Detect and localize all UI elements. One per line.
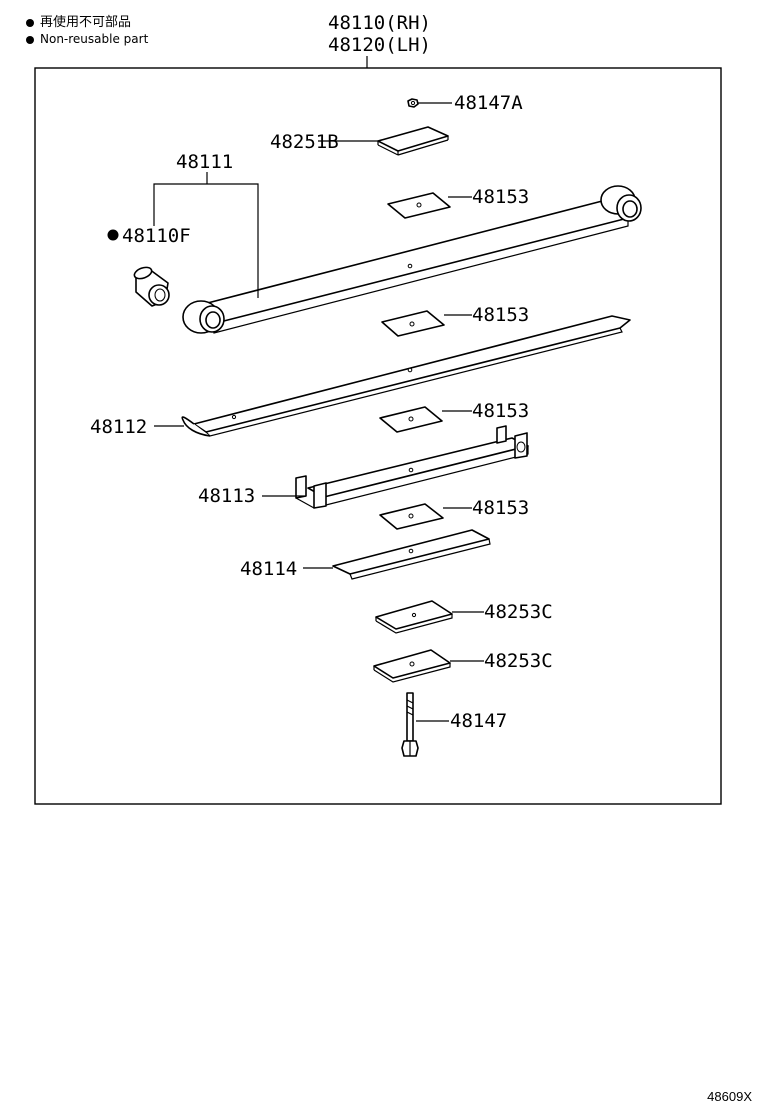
part-48253C-plate-1: 48253C [375,600,553,634]
label-48111: 48111 [176,151,233,173]
part-48147A-nut: 48147A [407,92,523,114]
part-48153-pad-3: 48153 [379,400,529,433]
part-48113-third-leaf: 48113 [198,425,529,509]
assembly-frame [34,67,722,805]
label-48110-rh: 48110(RH) [328,12,431,34]
label-48251B: 48251B [270,131,339,153]
legend-jp-text: 再使用不可部品 [40,15,132,30]
label-48253C-1: 48253C [484,601,553,623]
part-48153-pad-1: 48153 [387,186,529,219]
label-48114: 48114 [240,558,297,580]
non-reusable-dot-icon [107,229,119,241]
non-reusable-dot-icon [26,35,34,44]
legend-row-en: Non-reusable part [26,31,148,48]
legend: 再使用不可部品 Non-reusable part [26,14,148,48]
label-48153-1: 48153 [472,186,529,208]
label-48120-lh: 48120(LH) [328,34,431,56]
label-48110F: 48110F [122,225,191,247]
diagram-reference-code: 48609X [707,1089,752,1104]
label-48113: 48113 [198,485,255,507]
part-48251B-plate: 48251B [270,126,449,156]
part-48110F-bushing: 48110F [107,225,191,307]
part-48112-second-leaf: 48112 [90,315,631,438]
part-48253C-plate-2: 48253C [373,649,553,683]
non-reusable-dot-icon [26,18,34,27]
label-48112: 48112 [90,416,147,438]
label-48147: 48147 [450,710,507,732]
part-48153-pad-2: 48153 [381,304,529,337]
label-48153-3: 48153 [472,400,529,422]
part-48114-fourth-leaf: 48114 [240,529,491,580]
label-48147A: 48147A [454,92,523,114]
label-48153-4: 48153 [472,497,529,519]
part-48147-center-bolt: 48147 [401,692,507,757]
legend-en-text: Non-reusable part [40,32,149,46]
part-48111-main-leaf: 48111 [153,151,642,334]
label-48153-2: 48153 [472,304,529,326]
label-48253C-2: 48253C [484,650,553,672]
part-48153-pad-4: 48153 [379,497,529,530]
legend-row-jp: 再使用不可部品 [26,14,148,31]
